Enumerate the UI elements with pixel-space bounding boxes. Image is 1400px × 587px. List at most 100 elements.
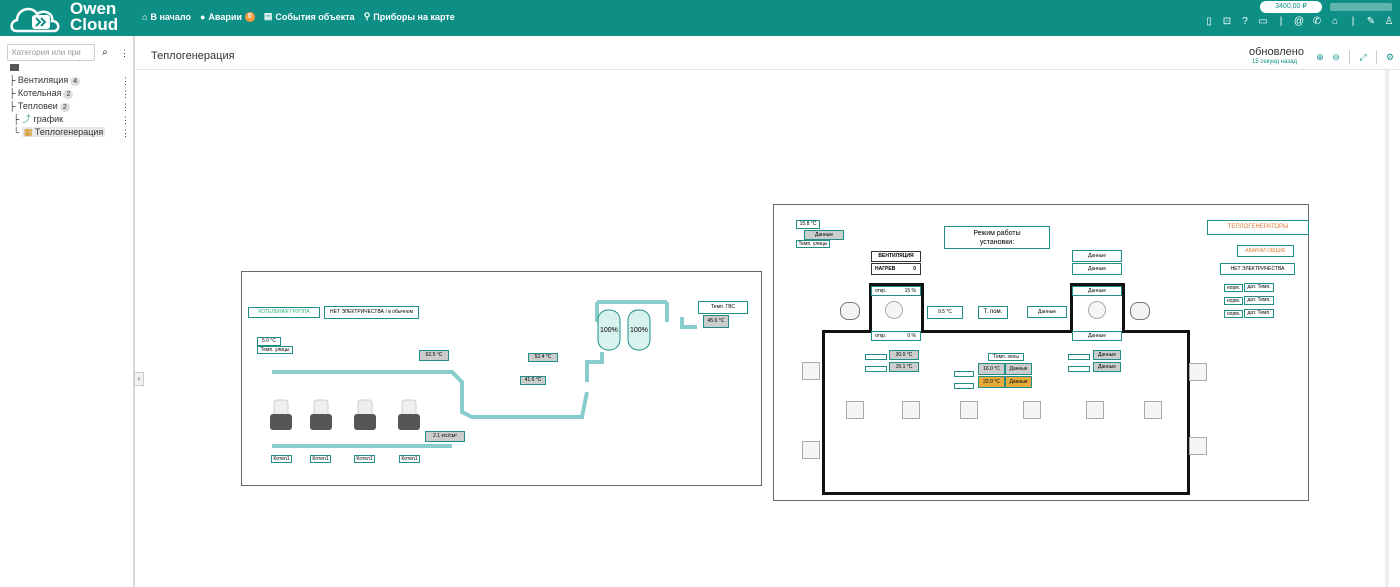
fan-icon [960, 401, 978, 419]
damper-left-icon [840, 302, 860, 320]
alert-icon: ● [199, 11, 206, 22]
nav-alarms[interactable]: ● Аварии 0 [200, 11, 255, 22]
bag-icon[interactable]: ⊡ [1222, 16, 1232, 27]
main-header: Теплогенерация обновлено 15 секунд назад… [137, 36, 1400, 70]
document-icon[interactable]: ▯ [1206, 16, 1212, 27]
tool-divider [1376, 50, 1377, 64]
return-temp: 41.6 °C [520, 376, 546, 385]
street-temp-label: Темп. улицы [257, 346, 293, 354]
zoom-out-icon[interactable]: ⊖ [1332, 52, 1340, 62]
tg-state-1: норм. [1224, 284, 1243, 292]
help-icon[interactable]: ? [1242, 16, 1248, 27]
heatgen-title: ТЕПЛОГЕНЕРАТОРЫ [1207, 220, 1309, 235]
fan-icon [1086, 401, 1104, 419]
tg-state-2: норм. [1224, 297, 1243, 305]
tree-item-menu-icon[interactable]: ⋮ [121, 128, 130, 138]
page-title: Теплогенерация [151, 50, 235, 62]
nav-map[interactable]: ⚲ Приборы на карте [364, 11, 455, 22]
tank-level-2: 100% [630, 327, 648, 334]
mode-line-2: установки: [979, 239, 1015, 246]
mode-line-1: Режим работы [973, 230, 1021, 237]
damper-open-left: откр.15 % [871, 286, 921, 296]
boiler-label-3[interactable]: Котел1 [354, 455, 375, 463]
tree-item-count: 2 [63, 90, 74, 99]
mix-temp: 52.4 °C [528, 353, 558, 362]
nav-home[interactable]: ⌂ В начало [142, 11, 191, 22]
sensor-tag [1068, 366, 1090, 372]
damper-label: откр. [875, 333, 887, 339]
tree-item-label: Теплогенерация [34, 127, 104, 137]
user-account[interactable] [1330, 3, 1392, 11]
tool-divider [1349, 50, 1350, 64]
fan-icon [1023, 401, 1041, 419]
damper-right-icon [1130, 302, 1150, 320]
fullscreen-icon[interactable]: ⤢ [1359, 52, 1367, 62]
tree-item-label: Тепловеи [17, 101, 58, 111]
data-field: Данные [1093, 362, 1121, 372]
fan-icon [902, 401, 920, 419]
tree-item-count: 2 [59, 103, 70, 112]
tree-item-menu-icon[interactable]: ⋮ [121, 76, 130, 86]
tree-item-label: Вентиляция [17, 75, 69, 85]
owen-cloud-logo[interactable]: Owen Cloud [10, 0, 128, 35]
boiler-label-2[interactable]: Котел1 [310, 455, 331, 463]
wrench-icon[interactable]: ✎ [1366, 16, 1376, 27]
tg-sensor-2: дат. Темп. [1244, 296, 1274, 305]
user-icon[interactable]: ♙ [1384, 16, 1394, 27]
zone-temp-a: 16.0 °C [978, 363, 1005, 375]
balance-value: 3400,00 ₽ [1275, 3, 1307, 10]
boiler-scheme-panel: КОТЕЛЬНАЯ ГРУППА НЕТ ЭЛЕКТРИЧЕСТВА / в о… [241, 271, 762, 486]
updated-time: 15 секунд назад [1252, 59, 1298, 65]
folder-add-icon[interactable] [10, 64, 19, 71]
sensor-tag [954, 371, 974, 377]
tree-item-menu-icon[interactable]: ⋮ [121, 115, 130, 125]
boiler-label-1[interactable]: Котел1 [271, 455, 292, 463]
tank-level-1: 100% [600, 327, 618, 334]
fan-icon [802, 441, 820, 459]
nav-home-label: В начало [150, 11, 191, 22]
fan-icon [1088, 301, 1106, 319]
boiler-pipe-diagram [270, 300, 697, 448]
store-icon[interactable]: ⌂ [1331, 16, 1339, 27]
tg-state-3: норм. [1224, 310, 1243, 318]
pressure-value: 2.1 кгс/см² [425, 431, 465, 442]
data-field: Данные [1072, 286, 1122, 296]
tree-item-heatgen[interactable]: └ ▦ Теплогенерация [13, 127, 106, 137]
sidebar-collapse-button[interactable]: ‹ [134, 372, 144, 386]
gvs-temp-label: Темп. ГВС [698, 301, 748, 314]
sensor-tag [865, 366, 887, 372]
balance-button[interactable]: 3400,00 ₽ [1260, 1, 1322, 13]
data-field: Данные [1072, 250, 1122, 262]
tree-item-menu-icon[interactable]: ⋮ [121, 89, 130, 99]
building-outline [822, 330, 1190, 495]
zoom-in-icon[interactable]: ⊕ [1316, 52, 1324, 62]
nav-events[interactable]: ▤ События объекта [264, 11, 355, 22]
sidebar-menu-icon[interactable]: ⋮ [120, 48, 129, 58]
gear-icon[interactable]: ⚙ [1385, 52, 1395, 62]
search-icon[interactable]: ⌕ [102, 47, 108, 58]
category-search-input[interactable]: Категория или при [7, 44, 95, 61]
scrollbar[interactable] [1385, 70, 1389, 587]
email-icon[interactable]: @ [1293, 16, 1305, 27]
chart-icon: ⤴ [21, 114, 31, 124]
tree-item-graph[interactable]: ├ ⤴ график [13, 114, 64, 124]
boiler-label-4[interactable]: Котел1 [399, 455, 420, 463]
events-icon: ▤ [263, 11, 273, 21]
alarm-common: АВАРИИ ОБЩИЕ [1237, 245, 1294, 257]
fan-icon [1144, 401, 1162, 419]
tree-item-menu-icon[interactable]: ⋮ [121, 102, 130, 112]
heat-label: НАГРЕВ [875, 266, 896, 272]
boiler-group-title: КОТЕЛЬНАЯ ГРУППА [248, 307, 320, 318]
tree-item-label: график [33, 114, 64, 124]
top-bar: Owen Cloud ⌂ В начало ● Аварии 0 ▤ Событ… [0, 0, 1400, 36]
supply-temp: 62.5 °C [419, 350, 449, 361]
phone-icon[interactable]: ✆ [1312, 16, 1322, 27]
chat-icon[interactable]: ▭ [1258, 16, 1268, 27]
room-temp-label: Т. пом. [978, 306, 1008, 319]
view-tools: ⊕ ⊖ ⤢ ⚙ [1313, 50, 1397, 64]
